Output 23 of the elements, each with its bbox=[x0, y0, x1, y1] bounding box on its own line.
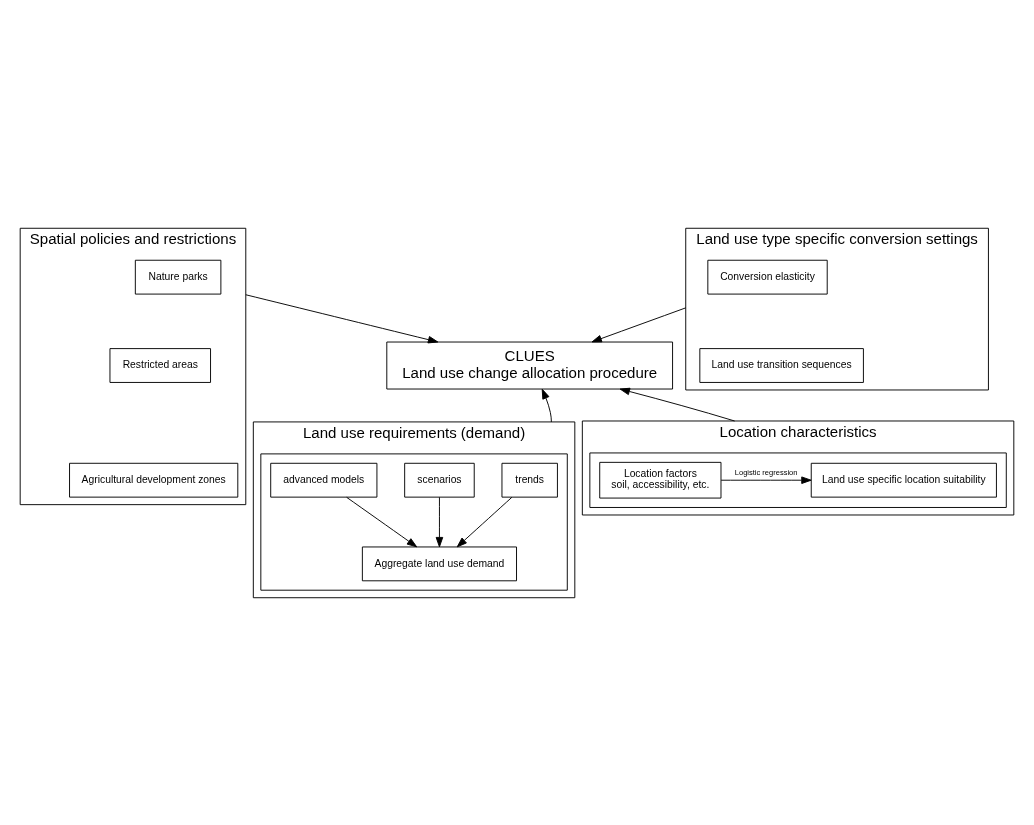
arrow bbox=[346, 496, 418, 547]
arrow bbox=[245, 293, 439, 343]
node-box: trends bbox=[501, 462, 558, 498]
node-box: Agricultural development zones bbox=[69, 462, 239, 498]
arrow bbox=[435, 496, 444, 547]
node-box: Restricted areas bbox=[109, 347, 211, 383]
arrow bbox=[720, 475, 812, 484]
arrow bbox=[619, 387, 736, 421]
node-box: Aggregate land use demand bbox=[361, 546, 517, 581]
node-box: Land use transition sequences bbox=[699, 347, 864, 383]
edge-label: Logistic regression bbox=[734, 467, 798, 477]
node-box: Land use specific location suitability bbox=[810, 462, 997, 498]
cluster bbox=[589, 451, 1007, 508]
arrow bbox=[591, 306, 687, 342]
node-box: advanced models bbox=[270, 462, 378, 498]
node-box: CLUES Land use change allocation procedure bbox=[386, 341, 674, 389]
node-box: Nature parks bbox=[134, 259, 222, 295]
arrow bbox=[541, 388, 552, 422]
node-box: Conversion elasticity bbox=[707, 259, 828, 295]
cluster bbox=[260, 452, 568, 591]
node-box: Location factors soil, accessibility, etc. bbox=[599, 461, 722, 499]
arrow bbox=[456, 496, 513, 547]
node-box: scenarios bbox=[404, 462, 475, 498]
